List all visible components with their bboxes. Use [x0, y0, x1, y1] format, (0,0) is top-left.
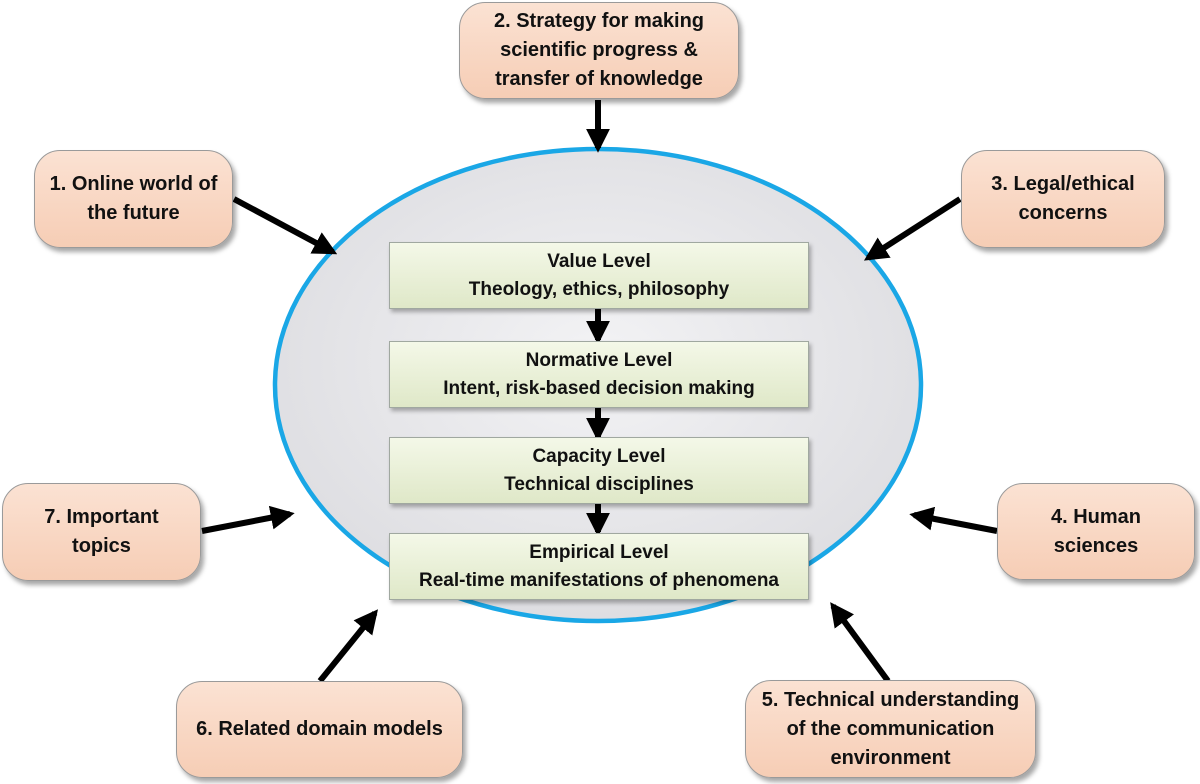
level-description: Intent, risk-based decision making [443, 377, 755, 399]
topic-1-box: 1. Online world of the future [34, 150, 233, 248]
level-description: Theology, ethics, philosophy [468, 278, 730, 300]
topic-7-line-2: topics [72, 535, 131, 557]
topic-1-line-1: 1. Online world of [49, 173, 218, 195]
topic-5-line-2: of the communication [786, 717, 995, 740]
topic-6-line-1: 6. Related domain models [196, 718, 443, 740]
topic-5-line-3: environment [830, 746, 951, 769]
topic-5-box: 5. Technical understanding of the commun… [745, 680, 1036, 778]
arrow-topic-4 [909, 506, 998, 534]
level-title: Normative Level [525, 349, 673, 371]
topic-3-line-1: 3. Legal/ethical [991, 173, 1135, 195]
level-title: Capacity Level [532, 445, 666, 467]
arrow-topic-6 [317, 609, 379, 683]
level-box-value: Value Level Theology, ethics, philosophy [389, 242, 809, 309]
topic-2-line-2: scientific progress & [500, 39, 698, 61]
topic-3-box: 3. Legal/ethical concerns [961, 150, 1165, 248]
topic-7-box: 7. Important topics [2, 483, 201, 581]
topic-3-line-2: concerns [1018, 202, 1108, 224]
arrow-topic-5 [830, 602, 891, 683]
arrow-topic-7 [201, 505, 295, 534]
level-box-normative: Normative Level Intent, risk-based decis… [389, 341, 809, 408]
level-box-capacity: Capacity Level Technical disciplines [389, 437, 809, 504]
topic-5-line-1: 5. Technical understanding [761, 688, 1020, 711]
arrow-topic-1 [232, 196, 338, 255]
topic-1-line-2: the future [87, 202, 180, 224]
topic-4-box: 4. Human sciences [997, 483, 1195, 580]
topic-4-line-1: 4. Human sciences [1050, 505, 1142, 557]
level-title: Empirical Level [529, 541, 669, 563]
topic-7-line-1: 7. Important [44, 506, 159, 528]
level-description: Real-time manifestations of phenomena [418, 569, 779, 591]
topic-2-line-1: 2. Strategy for making [493, 10, 705, 32]
topic-2-box: 2. Strategy for making scientific progre… [459, 2, 739, 99]
topic-2-line-3: transfer of knowledge [495, 68, 703, 90]
level-title: Value Level [547, 250, 651, 272]
level-box-empirical: Empirical Level Real-time manifestations… [389, 533, 809, 600]
arrow-topic-3 [863, 196, 962, 261]
level-description: Technical disciplines [504, 473, 694, 495]
topic-6-box: 6. Related domain models [176, 681, 463, 778]
